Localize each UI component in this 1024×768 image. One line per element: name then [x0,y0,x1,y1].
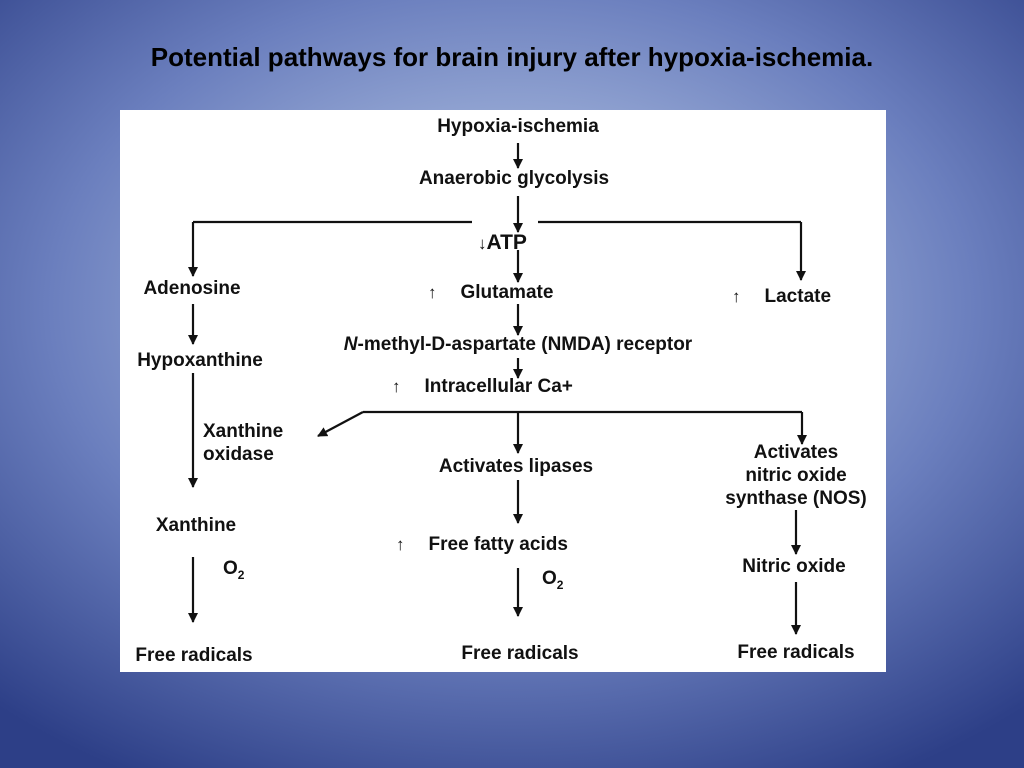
node-activates-lipases: Activates lipases [438,456,594,477]
node-free-radicals-left: Free radicals [135,645,253,666]
node-nmda-receptor: N-methyl-D-aspartate (NMDA) receptor [344,334,692,357]
up-arrow-icon: ↑ [392,377,401,396]
nos-line-1: Activates [753,442,839,463]
o2-o: O [542,568,557,589]
node-adenosine: Adenosine [143,278,241,299]
up-arrow-icon: ↑ [732,287,741,306]
node-nitric-oxide: Nitric oxide [742,556,846,577]
lactate-label: Lactate [764,286,832,307]
o2-o: O [223,558,238,579]
o2-label-center: O2 [542,568,563,592]
nmda-label: -methyl-D-aspartate (NMDA) receptor [357,334,693,355]
calcium-label: Intracellular Ca+ [424,376,573,397]
o2-label-left: O2 [223,558,244,582]
node-activates-nos: Activates nitric oxide synthase (NOS) [725,442,866,510]
fatty-acids-label: Free fatty acids [428,534,568,555]
node-hypoxia-ischemia: Hypoxia-ischemia [437,116,599,137]
o2-subscript: 2 [556,577,564,592]
node-lactate: ↑ Lactate [732,286,831,309]
node-xanthine-oxidase: Xanthine oxidase [203,421,283,467]
o2-subscript: 2 [237,567,245,582]
node-free-radicals-right: Free radicals [737,642,855,663]
nos-line-2: nitric oxide [745,464,847,486]
arrow-to-xanthine-oxidase [317,411,364,437]
node-glutamate: ↑ Glutamate [428,282,553,305]
node-intracellular-calcium: ↑ Intracellular Ca+ [392,376,573,399]
node-anaerobic-glycolysis: Anaerobic glycolysis [418,168,610,189]
down-arrow-icon: ↓ [478,234,487,253]
atp-label: ATP [486,231,527,254]
nos-line-3: synthase (NOS) [725,487,867,509]
xanthine-oxidase-line-1: Xanthine [203,421,284,442]
up-arrow-icon: ↑ [428,283,437,302]
node-atp: ↓ATP [478,230,527,256]
slide-title: Potential pathways for brain injury afte… [150,42,874,72]
node-hypoxanthine: Hypoxanthine [137,350,263,371]
node-xanthine: Xanthine [155,515,237,536]
node-free-fatty-acids: ↑ Free fatty acids [396,534,568,557]
pathway-diagram-panel: Hypoxia-ischemia Anaerobic glycolysis ↓A… [120,110,886,672]
node-free-radicals-center: Free radicals [461,643,579,664]
glutamate-label: Glutamate [460,282,554,303]
diagram-arrows [188,143,807,635]
nmda-italic-n: N [343,334,358,355]
up-arrow-icon: ↑ [396,535,405,554]
xanthine-oxidase-line-2: oxidase [203,443,274,465]
